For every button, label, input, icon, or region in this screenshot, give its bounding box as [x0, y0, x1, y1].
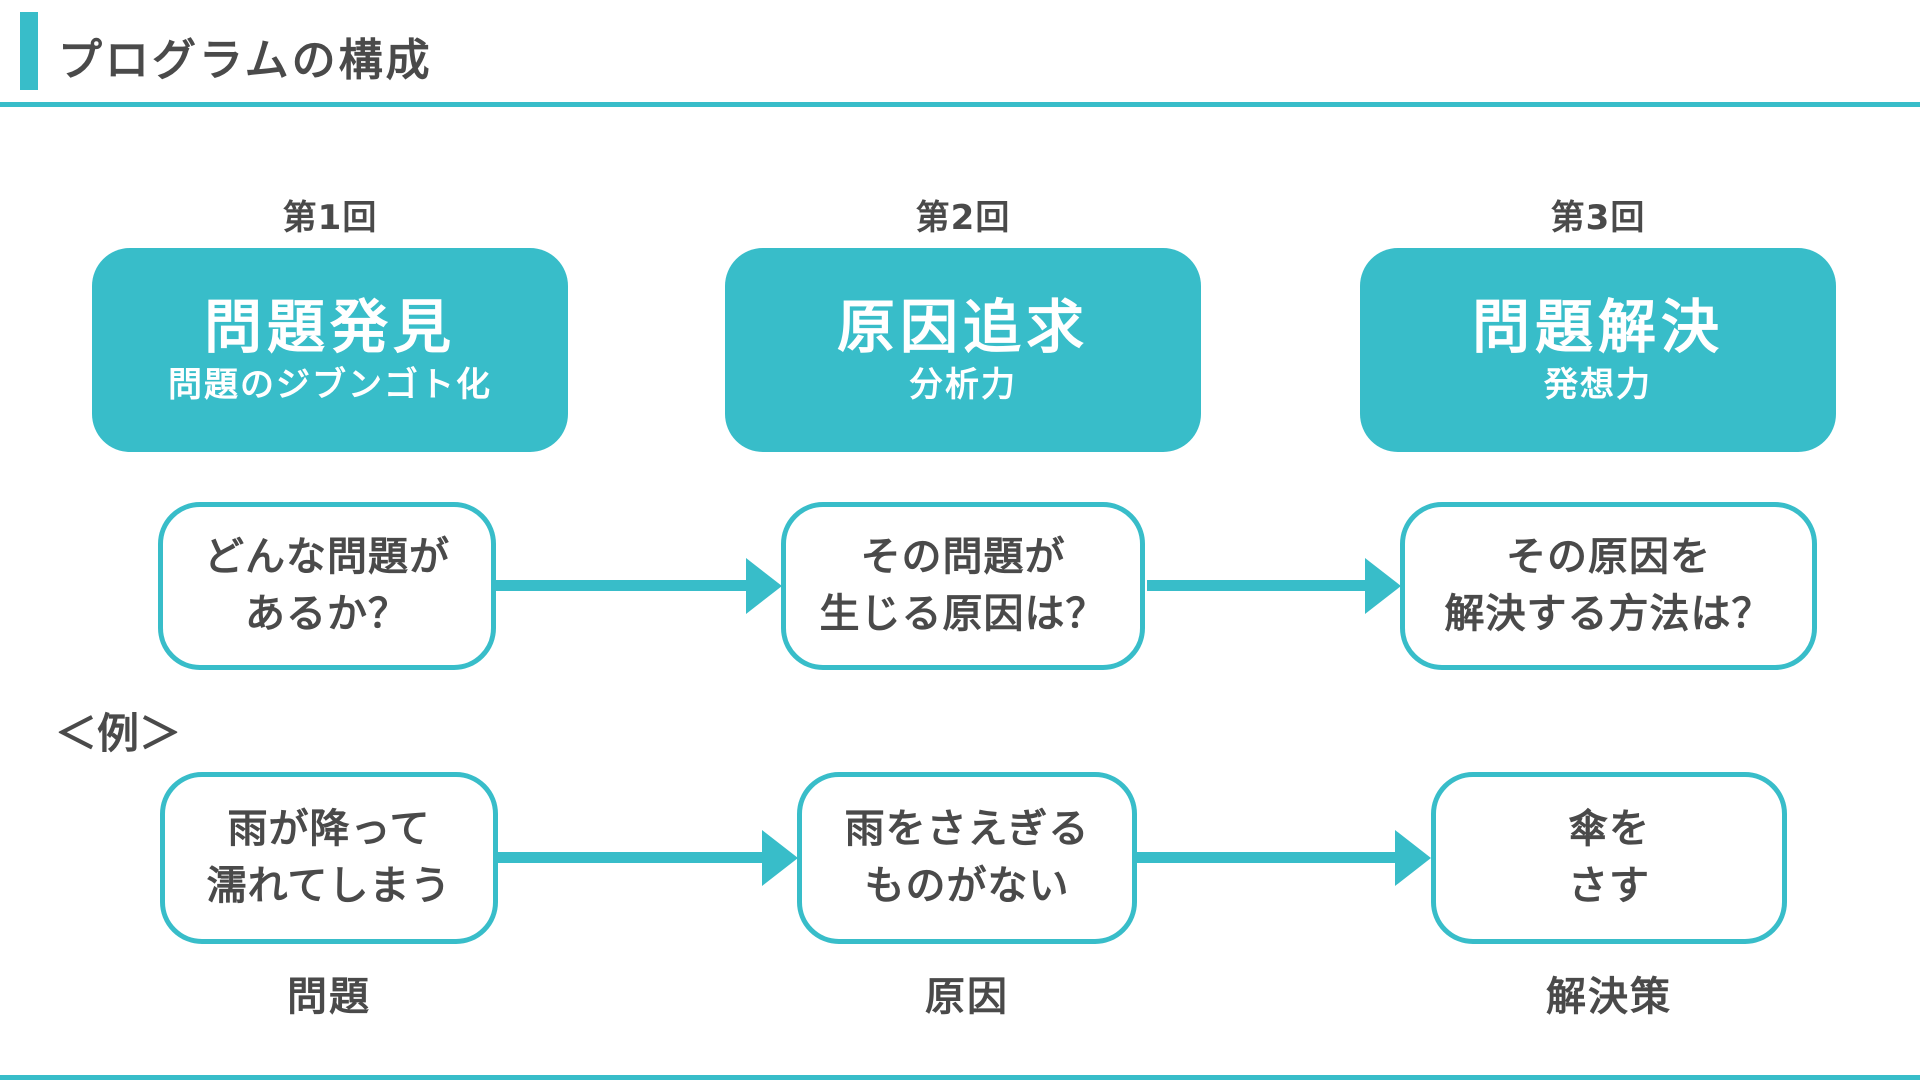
- category-label-problem: 問題: [287, 974, 371, 1020]
- title-divider-line: [0, 102, 1920, 107]
- arrow-example-1-2-head-icon: [762, 830, 798, 886]
- theme-title-1: 問題発見: [203, 293, 456, 361]
- arrow-question-2-3-head-icon: [1365, 558, 1401, 614]
- session-label-3: 第3回: [1550, 198, 1646, 238]
- theme-box-problem-discovery: 問題発見 問題のジブンゴト化: [92, 248, 568, 452]
- theme-title-2: 原因追求: [836, 293, 1089, 361]
- question-box-3: その原因を 解決する方法は？: [1400, 502, 1817, 670]
- title-accent-bar: [20, 12, 38, 90]
- arrow-example-2-3-shaft: [1137, 852, 1395, 863]
- theme-title-3: 問題解決: [1471, 293, 1724, 361]
- arrow-example-2-3-head-icon: [1395, 830, 1431, 886]
- category-label-cause: 原因: [925, 974, 1009, 1020]
- theme-subtitle-1: 問題のジブンゴト化: [168, 365, 492, 405]
- example-box-3: 傘を さす: [1431, 772, 1787, 944]
- theme-subtitle-2: 分析力: [909, 365, 1017, 405]
- arrow-question-2-3-shaft: [1147, 580, 1365, 591]
- theme-box-cause-investigation: 原因追求 分析力: [725, 248, 1201, 452]
- example-box-2: 雨をさえぎる ものがない: [797, 772, 1137, 944]
- theme-subtitle-3: 発想力: [1544, 365, 1652, 405]
- example-heading: ＜例＞: [55, 709, 182, 758]
- session-label-1: 第1回: [282, 198, 378, 238]
- session-label-2: 第2回: [915, 198, 1011, 238]
- arrow-question-1-2-head-icon: [746, 558, 782, 614]
- bottom-divider-line: [0, 1075, 1920, 1080]
- theme-box-problem-solving: 問題解決 発想力: [1360, 248, 1836, 452]
- question-box-1: どんな問題が あるか？: [158, 502, 496, 670]
- category-label-solution: 解決策: [1546, 974, 1672, 1020]
- example-box-1: 雨が降って 濡れてしまう: [160, 772, 498, 944]
- page-title: プログラムの構成: [58, 35, 433, 86]
- arrow-example-1-2-shaft: [498, 852, 762, 863]
- question-box-2: その問題が 生じる原因は？: [781, 502, 1145, 670]
- arrow-question-1-2-shaft: [496, 580, 746, 591]
